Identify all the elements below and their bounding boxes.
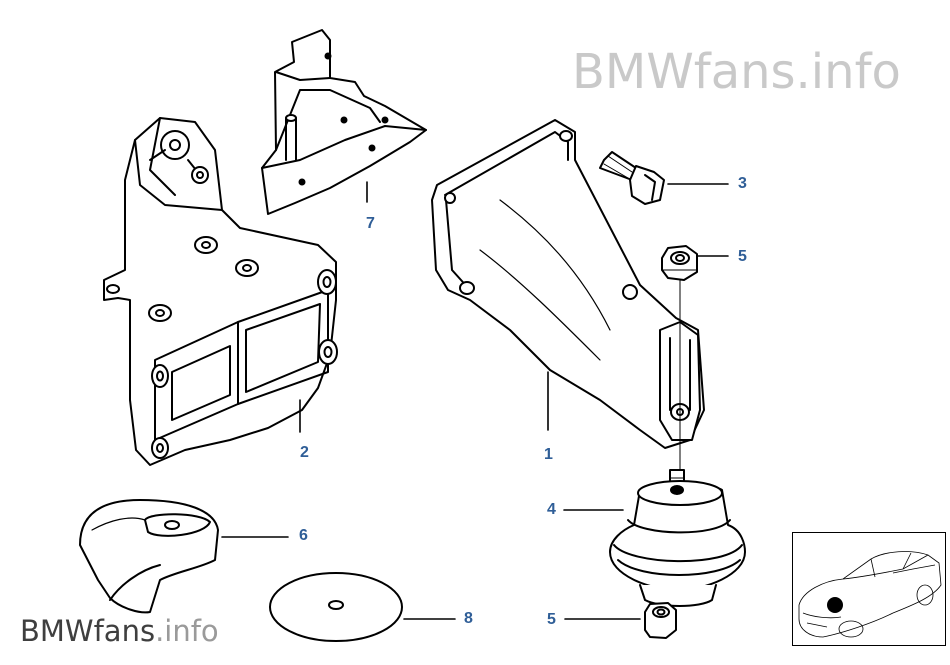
part-5-nut-upper — [661, 245, 698, 281]
watermark-top-suffix: .info — [795, 44, 901, 100]
car-location-thumbnail — [792, 532, 946, 646]
car-location-icon — [798, 551, 942, 638]
watermark-top: BMWfans.info — [572, 44, 901, 100]
callout-3[interactable]: 3 — [738, 175, 747, 192]
watermark-bottom: BMWfans.info — [20, 614, 219, 648]
part-7-bracket — [261, 29, 427, 215]
part-2-support-bracket — [103, 117, 338, 466]
callout-8[interactable]: 8 — [464, 610, 473, 627]
part-4-rubber-mount — [609, 469, 746, 607]
callout-2[interactable]: 2 — [300, 444, 309, 461]
callout-4[interactable]: 4 — [547, 501, 556, 518]
callout-5-lower[interactable]: 5 — [547, 611, 556, 628]
part-8-washer — [269, 572, 403, 642]
leader-lines — [221, 181, 729, 620]
callout-1[interactable]: 1 — [544, 446, 553, 463]
watermark-bottom-brand: BMWfans — [20, 614, 156, 648]
part-3-bolt — [599, 151, 665, 205]
callout-5-upper[interactable]: 5 — [738, 248, 747, 265]
callout-6[interactable]: 6 — [299, 527, 308, 544]
part-5-nut-lower — [644, 602, 677, 639]
callout-7[interactable]: 7 — [366, 215, 375, 232]
watermark-bottom-suffix: .info — [155, 614, 219, 648]
part-6-cap — [79, 499, 219, 614]
watermark-top-brand: BMWfans — [572, 44, 796, 100]
part-1-engine-mount-arm — [431, 119, 705, 449]
